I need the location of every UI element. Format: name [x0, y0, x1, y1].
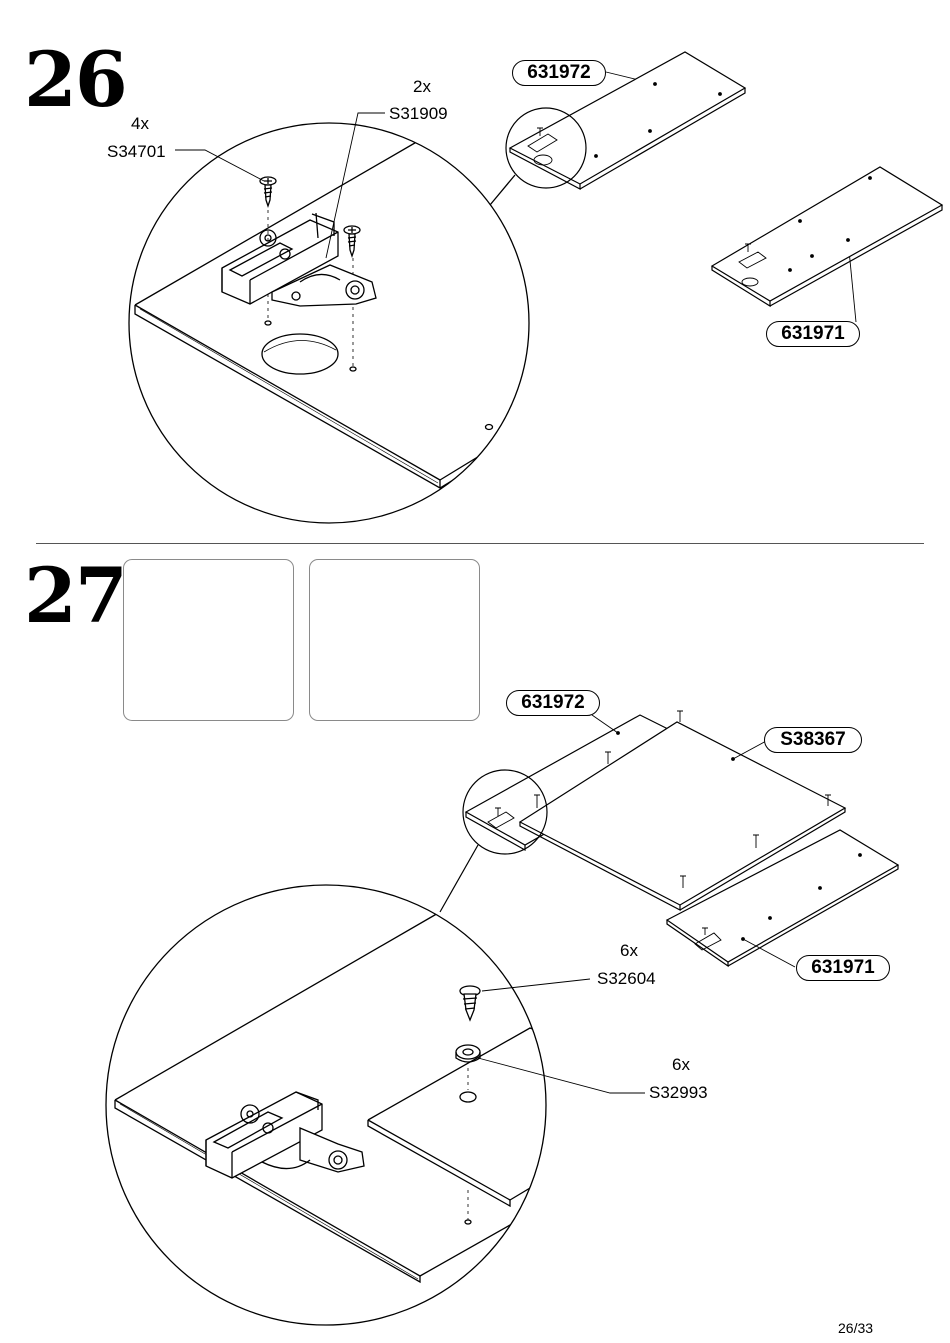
callout-qty-S32604: 6x — [620, 941, 638, 960]
callout-qty-S32993: 6x — [672, 1055, 690, 1074]
part-label-S38367: S38367 — [764, 727, 862, 753]
callout-code-S34701: S34701 — [107, 142, 166, 161]
callout-code-S32993: S32993 — [649, 1083, 708, 1102]
part-label-631971: 631971 — [796, 955, 890, 981]
door-panel-S38367 — [518, 710, 847, 911]
callout-code-S32604: S32604 — [597, 969, 656, 988]
part-label-631972: 631972 — [506, 690, 600, 716]
tool-box-screwdriver — [123, 559, 294, 721]
step-divider — [36, 543, 924, 544]
step26-detail-circle — [128, 122, 530, 524]
panel-631971-step27 — [665, 829, 900, 968]
part-label-631972: 631972 — [512, 60, 606, 86]
step27-mini-circle — [439, 769, 548, 913]
step-number-27: 27 — [24, 551, 128, 640]
callout-code-S31909: S31909 — [389, 104, 448, 123]
step-number-26: 26 — [24, 35, 128, 124]
callout-qty-S31909: 2x — [413, 77, 431, 96]
tool-box-drill-not-allowed — [309, 559, 480, 721]
panel-631972-step26 — [505, 51, 747, 190]
page-number: 26/33 — [838, 1320, 874, 1336]
step27-detail-circle — [105, 884, 547, 1326]
part-label-631971: 631971 — [766, 321, 860, 347]
callout-qty-S34701: 4x — [131, 114, 149, 133]
panel-631971-step26 — [710, 166, 944, 308]
step27-leaders — [477, 714, 796, 1094]
